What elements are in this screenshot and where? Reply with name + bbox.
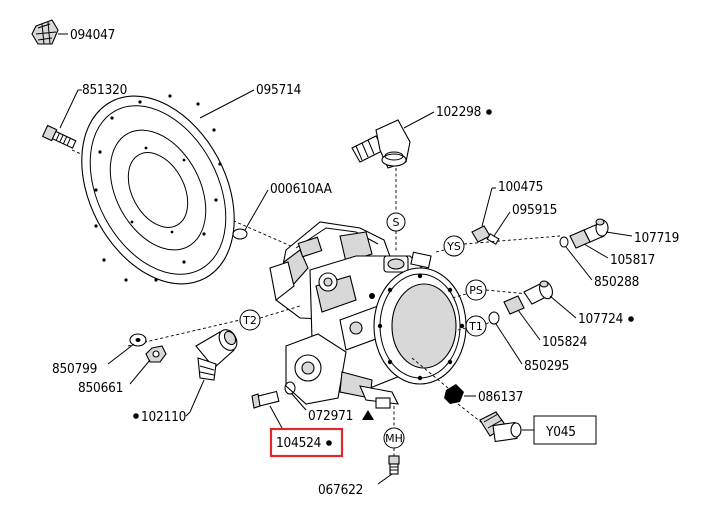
washer-hole (135, 338, 141, 342)
union-fitting-part[interactable] (503, 295, 525, 315)
axis-line (411, 357, 449, 389)
leader-line (129, 359, 151, 385)
part-label-102298[interactable]: 102298 (436, 104, 481, 120)
test-nipple-part[interactable] (388, 455, 400, 475)
part-label-095714[interactable]: 095714 (256, 82, 302, 98)
part-label-067622[interactable]: 067622 (318, 482, 363, 498)
seal-ring-part[interactable] (488, 311, 500, 325)
leader-line (189, 379, 205, 413)
highlight-box (269, 427, 344, 458)
leader-line (199, 89, 255, 119)
leader-line (269, 405, 283, 429)
nut-part[interactable] (145, 345, 167, 363)
part-label-851320[interactable]: 851320 (82, 82, 127, 98)
leader-line (481, 187, 493, 227)
part-label-850661[interactable]: 850661 (78, 380, 123, 396)
part-label-086137[interactable]: 086137 (478, 389, 523, 405)
angled-fitting-part[interactable] (523, 279, 555, 305)
part-label-105824[interactable]: 105824 (542, 334, 588, 350)
triangle-marker (362, 410, 374, 420)
kit-icon (31, 19, 68, 45)
port-label-ys: YS (446, 240, 461, 253)
port-marker-t1 (465, 315, 487, 337)
hydraulic-pump-body[interactable] (269, 221, 467, 409)
port-marker-ys (443, 235, 465, 257)
part-label-Y045[interactable]: Y045 (545, 424, 576, 440)
axis-line (451, 293, 467, 299)
bullet-marker (326, 440, 332, 446)
elbow-fitting-part[interactable] (351, 119, 411, 169)
part-label-094047[interactable]: 094047 (70, 27, 115, 43)
leader-line (565, 246, 593, 281)
bullet-marker (628, 316, 634, 322)
leader-line (549, 295, 577, 319)
axis-line (435, 249, 445, 253)
bullet-marker (133, 413, 139, 419)
hex-plug-part[interactable] (444, 384, 464, 404)
part-label-850295[interactable]: 850295 (524, 358, 569, 374)
part-label-850799[interactable]: 850799 (52, 361, 97, 377)
leader-line (377, 473, 393, 485)
part-label-107719[interactable]: 107719 (634, 230, 679, 246)
leader-line (605, 231, 633, 237)
part-label-105817[interactable]: 105817 (610, 252, 655, 268)
axis-line (259, 305, 301, 319)
port-marker-t2 (239, 309, 261, 331)
port-label-t1: T1 (468, 320, 483, 333)
elbow-hose-fitting-part[interactable] (195, 326, 240, 381)
leader-line (495, 323, 523, 365)
port-label-s: S (393, 216, 400, 229)
part-label-107724[interactable]: 107724 (578, 311, 624, 327)
leader-line (493, 211, 511, 237)
part-label-100475[interactable]: 100475 (498, 179, 543, 195)
seal-ring-part[interactable] (559, 236, 569, 248)
leader-line (107, 343, 135, 365)
part-label-000610AA[interactable]: 000610AA (270, 181, 333, 197)
axis-line (485, 321, 491, 325)
part-label-102110[interactable]: 102110 (141, 409, 186, 425)
part-label-072971[interactable]: 072971 (308, 408, 353, 424)
leader-line (59, 89, 79, 129)
plug-part[interactable] (251, 381, 296, 409)
leader-line (291, 393, 307, 411)
axis-line (127, 319, 241, 347)
leader-line (517, 309, 541, 341)
part-label-104524[interactable]: 104524 (276, 435, 322, 451)
axis-line (457, 327, 467, 331)
leader-line (583, 243, 609, 259)
bullet-marker (486, 109, 492, 115)
bolt-part[interactable] (41, 124, 77, 149)
sensor-connector-part[interactable] (479, 411, 522, 443)
port-label-mh: MH (385, 432, 403, 445)
leader-line (403, 111, 435, 129)
flange-plate-part[interactable] (51, 70, 265, 310)
port-label-ps: PS (469, 284, 483, 297)
sensor-label-box (533, 415, 597, 445)
o-ring-part[interactable] (232, 228, 248, 240)
axis-line (485, 289, 529, 295)
leader-line (244, 189, 269, 231)
part-label-095915[interactable]: 095915 (512, 202, 557, 218)
part-label-850288[interactable]: 850288 (594, 274, 639, 290)
leader-line (185, 411, 191, 417)
elbow-fitting-small-part[interactable] (583, 218, 609, 243)
port-label-t2: T2 (242, 314, 257, 327)
adapter-fitting-part[interactable] (569, 229, 591, 249)
